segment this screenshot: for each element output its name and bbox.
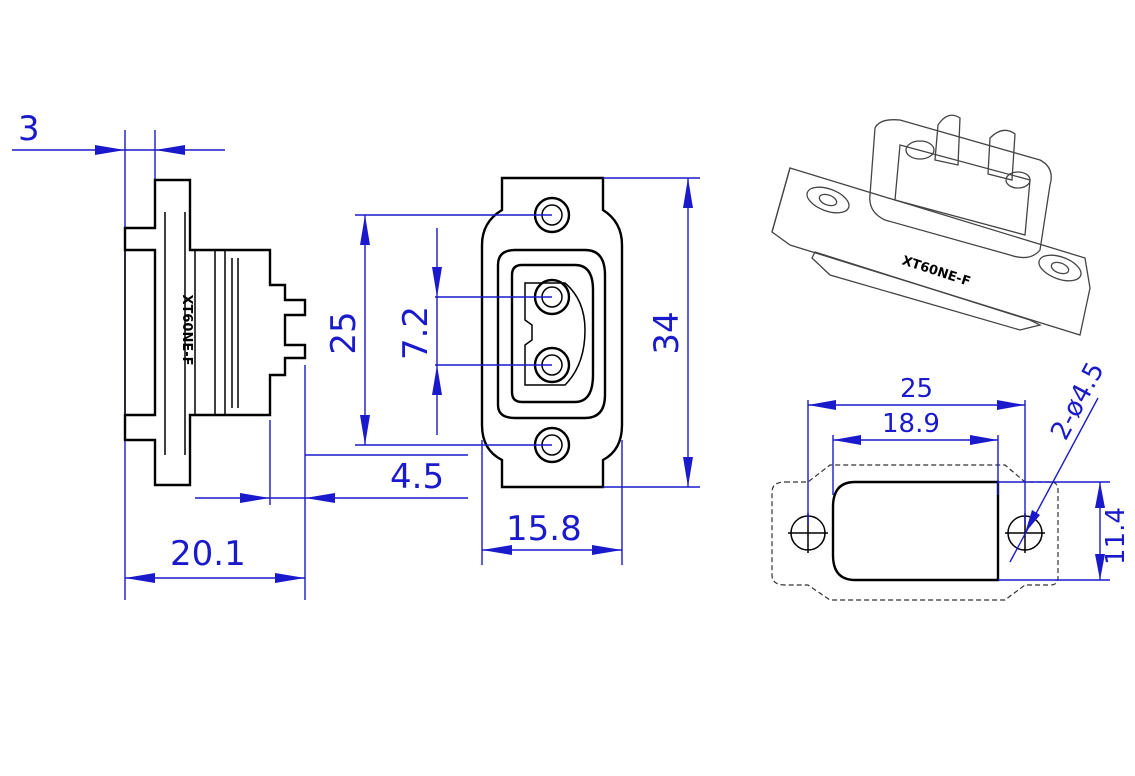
dim-side-gap: 4.5 <box>390 457 444 497</box>
dim-cutout-width: 18.9 <box>882 409 940 439</box>
side-part-label: XT60NE-F <box>179 294 194 365</box>
iso-part-label: XT60NE-F <box>900 254 972 290</box>
dim-cutout-height: 11.4 <box>1101 507 1131 565</box>
side-view: 3 XT60NE-F 4.5 20.1 <box>12 109 468 600</box>
front-view: 7.2 25 34 15.8 <box>324 176 700 565</box>
dim-side-top: 3 <box>18 109 40 149</box>
dim-hole-spacing: 25 <box>324 311 364 354</box>
dim-width: 15.8 <box>506 509 582 549</box>
dim-pin-spacing: 7.2 <box>396 306 436 360</box>
dim-hole-diameter: 2-ø4.5 <box>1045 357 1111 445</box>
dim-cutout-hole-spacing: 25 <box>900 374 933 404</box>
dim-side-total: 20.1 <box>170 534 246 574</box>
isometric-view: XT60NE-F <box>771 114 1091 336</box>
panel-cutout-view: 25 18.9 11.4 2-ø4.5 <box>771 357 1131 601</box>
dim-height: 34 <box>647 311 687 354</box>
